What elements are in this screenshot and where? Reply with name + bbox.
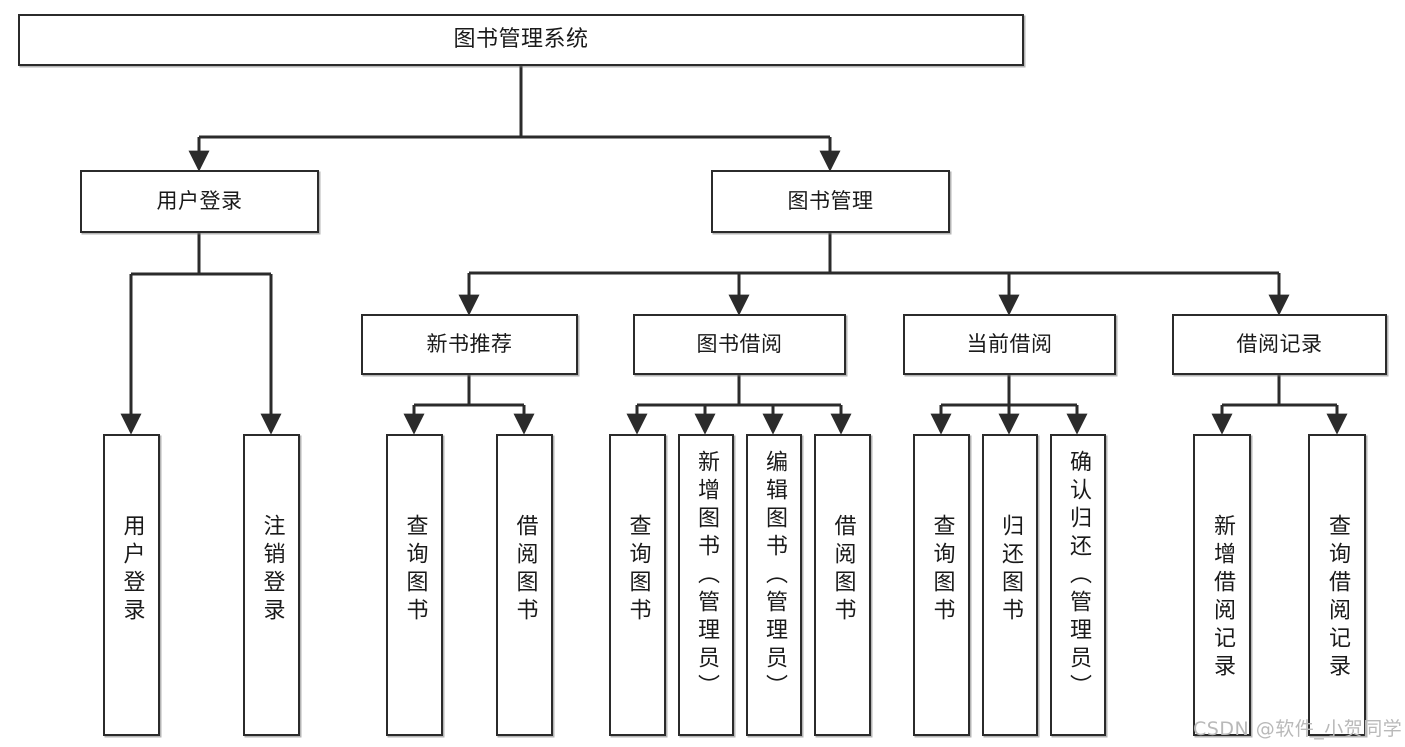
watermark-text: CSDN @软件_小贺同学 <box>1193 718 1403 740</box>
node-label: 当前借阅 <box>966 332 1053 357</box>
node-borrow-record[interactable]: 借阅记录 <box>1172 314 1387 375</box>
node-label: 借阅记录 <box>1236 332 1323 357</box>
node-leaf-query-book[interactable]: 查询图书 <box>609 434 666 736</box>
node-leaf-logout[interactable]: 注销登录 <box>243 434 300 736</box>
node-label: 编辑图书（管理员） <box>762 450 787 702</box>
node-leaf-return-book[interactable]: 归还图书 <box>982 434 1038 736</box>
node-leaf-confirm-return-admin[interactable]: 确认归还（管理员） <box>1050 434 1106 736</box>
node-leaf-add-book-admin[interactable]: 新增图书（管理员） <box>678 434 734 736</box>
node-leaf-query-book-recommend[interactable]: 查询图书 <box>386 434 443 736</box>
node-label: 查询图书 <box>929 514 955 626</box>
node-label: 图书管理系统 <box>453 27 589 53</box>
node-label: 新增借阅记录 <box>1210 514 1235 682</box>
node-label: 归还图书 <box>998 514 1023 626</box>
node-label: 借阅图书 <box>512 514 538 626</box>
node-leaf-query-borrow-record[interactable]: 查询借阅记录 <box>1308 434 1366 736</box>
node-user-login[interactable]: 用户登录 <box>80 170 319 233</box>
node-new-book-recommend[interactable]: 新书推荐 <box>361 314 578 375</box>
node-label: 查询图书 <box>402 514 428 626</box>
node-label: 图书管理 <box>787 189 874 214</box>
node-label: 查询借阅记录 <box>1325 514 1350 682</box>
node-label: 新书推荐 <box>426 332 513 357</box>
node-label: 确认归还（管理员） <box>1066 450 1091 702</box>
node-label: 图书借阅 <box>696 332 783 357</box>
node-leaf-user-login[interactable]: 用户登录 <box>103 434 160 736</box>
node-book-borrow[interactable]: 图书借阅 <box>633 314 846 375</box>
node-current-borrow[interactable]: 当前借阅 <box>903 314 1116 375</box>
node-leaf-borrow-book-recommend[interactable]: 借阅图书 <box>496 434 553 736</box>
node-root-book-management-system[interactable]: 图书管理系统 <box>18 14 1024 66</box>
node-leaf-add-borrow-record[interactable]: 新增借阅记录 <box>1193 434 1251 736</box>
node-label: 借阅图书 <box>830 514 856 626</box>
node-label: 注销登录 <box>259 514 285 626</box>
node-label: 用户登录 <box>119 514 145 626</box>
node-label: 用户登录 <box>156 189 243 214</box>
node-leaf-borrow-book[interactable]: 借阅图书 <box>814 434 871 736</box>
node-leaf-edit-book-admin[interactable]: 编辑图书（管理员） <box>746 434 802 736</box>
node-label: 新增图书（管理员） <box>694 450 719 702</box>
node-label: 查询图书 <box>625 514 651 626</box>
node-book-management[interactable]: 图书管理 <box>711 170 950 233</box>
node-leaf-query-book-current[interactable]: 查询图书 <box>913 434 970 736</box>
